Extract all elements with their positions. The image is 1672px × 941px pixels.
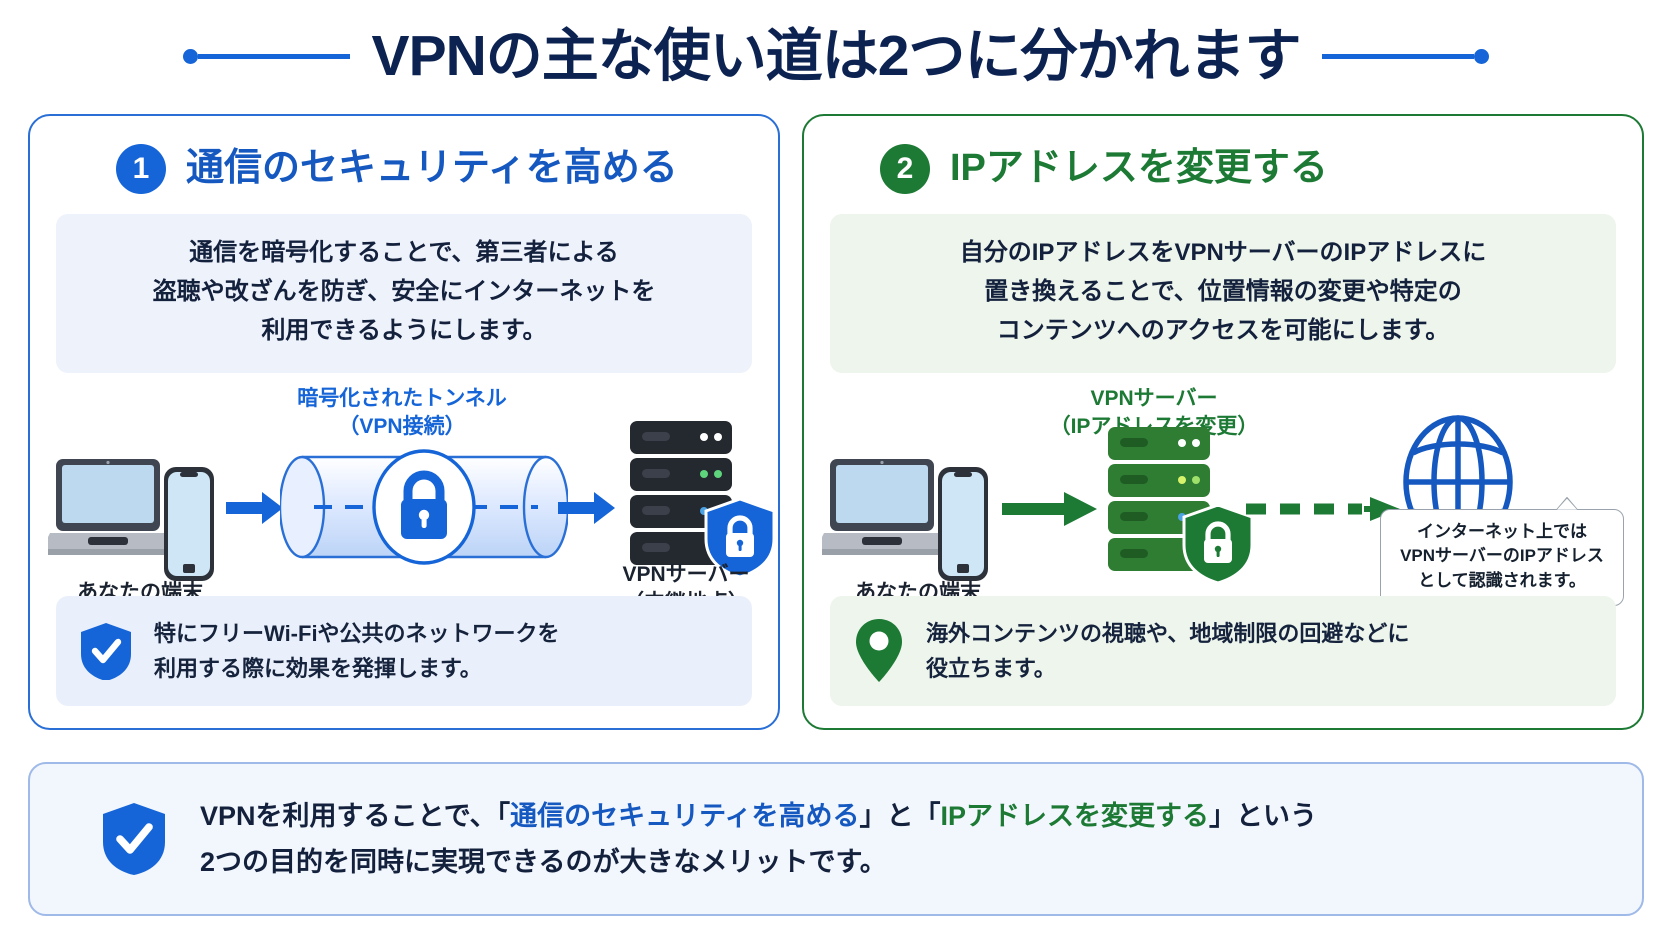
note-line: 海外コンテンツの視聴や、地域制限の回避などに (926, 620, 1410, 646)
panel-ip-title: IPアドレスを変更する (950, 147, 1328, 190)
shield-lock-icon (704, 497, 776, 579)
summary-line-1: VPNを利用することで、「通信のセキュリティを高める」と「IPアドレスを変更する… (200, 793, 1317, 839)
ip-change-diagram: VPNサーバー （IPアドレスを変更） あなたの端末 (804, 373, 1642, 653)
tunnel-caption-line1: 暗号化されたトンネル (297, 386, 507, 410)
panel-ip-description: 自分のIPアドレスをVPNサーバーのIPアドレスに 置き換えることで、位置情報の… (830, 214, 1616, 373)
arrow-right-icon (226, 491, 283, 524)
lock-icon (372, 448, 476, 565)
note-line: 特にフリーWi-Fiや公共のネットワークを (154, 620, 560, 646)
title-rule-right (1322, 48, 1490, 64)
summary-line-2: 2つの目的を同時に実現できるのが大きなメリットです。 (200, 847, 887, 877)
panel-security-title: 通信のセキュリティを高める (186, 147, 678, 190)
callout-line: VPNサーバーのIPアドレス (1400, 546, 1604, 566)
title-dot-left-icon (182, 48, 198, 64)
summary-highlight-security: 通信のセキュリティを高める (510, 800, 860, 831)
panel-security-description: 通信を暗号化することで、第三者による 盗聴や改ざんを防ぎ、安全にインターネットを… (56, 214, 752, 373)
vpn-server-label-line1: VPNサーバー (622, 562, 750, 586)
security-note: 特にフリーWi-Fiや公共のネットワークを 利用する際に効果を発揮します。 (56, 595, 752, 706)
laptop-icon (48, 458, 174, 555)
tunnel-caption: 暗号化されたトンネル （VPN接続） (252, 385, 552, 442)
dashed-arrow-icon (1246, 496, 1400, 521)
panel-security: 1 通信のセキュリティを高める 通信を暗号化することで、第三者による 盗聴や改ざ… (28, 114, 780, 730)
description-line: 自分のIPアドレスをVPNサーバーのIPアドレスに (959, 239, 1487, 266)
summary-text: VPNを利用することで、「通信のセキュリティを高める」と「IPアドレスを変更する… (200, 793, 1317, 886)
title-rule-left (182, 48, 350, 64)
shield-check-icon (103, 803, 165, 875)
page-title: VPNの主な使い道は2つに分かれます (371, 23, 1302, 88)
location-pin-icon (856, 618, 902, 682)
security-note-text: 特にフリーWi-Fiや公共のネットワークを 利用する際に効果を発揮します。 (154, 616, 560, 686)
arrow-right-icon (1002, 491, 1097, 526)
summary-highlight-ip: IPアドレスを変更する (940, 800, 1210, 831)
description-line: 盗聴や改ざんを防ぎ、安全にインターネットを (152, 277, 656, 305)
smartphone-icon (938, 466, 988, 581)
panel-ip-number-badge: 2 (880, 144, 930, 194)
tunnel-caption-line2: （VPN接続） (338, 414, 466, 438)
ip-change-note: 海外コンテンツの視聴や、地域制限の回避などに 役立ちます。 (830, 595, 1616, 706)
note-line: 利用する際に効果を発揮します。 (154, 655, 482, 681)
panel-security-header: 1 通信のセキュリティを高める (30, 116, 778, 194)
description-line: 利用できるようにします。 (261, 316, 547, 344)
ip-change-note-text: 海外コンテンツの視聴や、地域制限の回避などに 役立ちます。 (926, 616, 1409, 686)
description-line: コンテンツへのアクセスを可能にします。 (996, 316, 1450, 344)
summary-part-2: 」と「 (859, 800, 941, 831)
summary-bar: VPNを利用することで、「通信のセキュリティを高める」と「IPアドレスを変更する… (28, 762, 1644, 916)
title-bar-left-icon (197, 53, 350, 59)
vpn-server-caption-line1: VPNサーバー (1090, 386, 1218, 410)
arrow-right-icon (558, 491, 615, 524)
description-line: 置き換えることで、位置情報の変更や特定の (984, 277, 1462, 305)
summary-part-1: VPNを利用することで、「 (200, 800, 511, 831)
panel-security-number-badge: 1 (116, 144, 166, 194)
callout-line: インターネット上では (1417, 521, 1587, 541)
panel-ip-change: 2 IPアドレスを変更する 自分のIPアドレスをVPNサーバーのIPアドレスに … (802, 114, 1644, 730)
internet-ip-callout: インターネット上では VPNサーバーのIPアドレス として認識されます。 (1380, 508, 1624, 606)
smartphone-icon (164, 466, 214, 581)
title-dot-right-icon (1474, 48, 1490, 64)
security-diagram: 暗号化されたトンネル （VPN接続） あなたの端末 (30, 373, 778, 653)
title-bar-right-icon (1322, 53, 1475, 59)
description-line: 通信を暗号化することで、第三者による (189, 239, 619, 266)
note-line: 役立ちます。 (926, 655, 1056, 681)
laptop-icon (822, 458, 948, 555)
shield-check-icon (81, 622, 131, 680)
callout-line: として認識されます。 (1418, 570, 1586, 590)
title-row: VPNの主な使い道は2つに分かれます (0, 14, 1672, 98)
panel-ip-header: 2 IPアドレスを変更する (804, 116, 1642, 194)
shield-lock-icon (1182, 503, 1254, 585)
summary-part-3: 」という (1209, 800, 1318, 831)
